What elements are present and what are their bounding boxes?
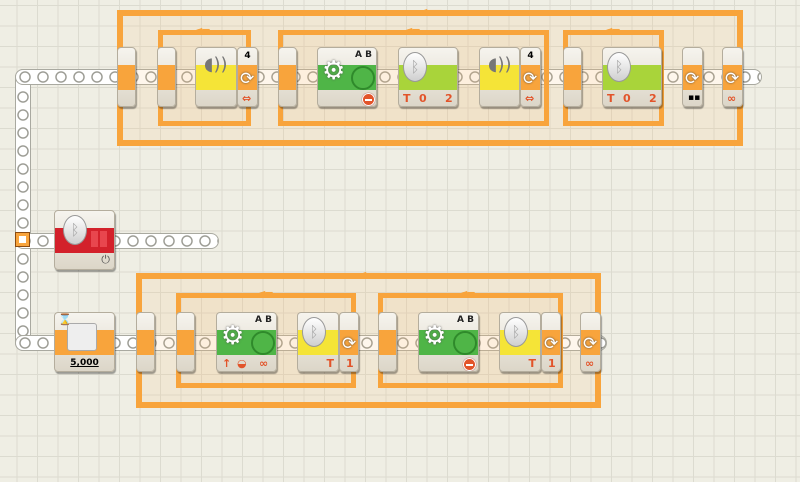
loop-end-receive1[interactable]: ⟳1 bbox=[339, 312, 359, 372]
wait-time-block[interactable]: ⌛5,000 bbox=[54, 312, 115, 372]
loop-end-1[interactable]: 4⟳⇔ bbox=[237, 47, 258, 107]
loop-icon: ⟳ bbox=[544, 334, 559, 354]
direction-forward-icon: ↑ bbox=[222, 357, 232, 370]
motor-block-2[interactable]: A B⚙↑◒∞ bbox=[216, 312, 277, 372]
loop-start-cap[interactable] bbox=[278, 47, 297, 107]
loop-arrow-icon: ◄━ bbox=[193, 23, 210, 37]
loop-arrow-icon: ◄━ bbox=[403, 23, 420, 37]
gear-icon: ⚙ bbox=[423, 321, 447, 351]
power-icon: ⏻ bbox=[101, 253, 110, 266]
sensor-dish-icon: ◖)) bbox=[204, 54, 228, 75]
bluetooth-connection-block[interactable]: ᛒ⏻ bbox=[54, 210, 115, 270]
bluetooth-icon: ᛒ bbox=[403, 52, 427, 82]
start-point[interactable] bbox=[15, 232, 30, 247]
loop-icon: ⟳ bbox=[240, 69, 255, 89]
power-icon: ◒ bbox=[237, 357, 247, 370]
loop-send2[interactable]: ◄━ bbox=[563, 24, 664, 126]
loop-icon: ⟳ bbox=[342, 334, 357, 354]
loop-arrow-icon: ◄━━ bbox=[418, 4, 442, 18]
loop-start-cap[interactable] bbox=[117, 47, 136, 107]
loop-arrow-icon: ◄━ bbox=[458, 286, 475, 300]
loop-arrow-icon: ◄━━ bbox=[357, 267, 381, 281]
gear-icon: ⚙ bbox=[322, 56, 346, 86]
motor-block-1[interactable]: A B⚙ bbox=[317, 47, 377, 107]
loop-arrow-icon: ◄━ bbox=[603, 23, 620, 37]
loop-end-forever-top[interactable]: ⟳∞ bbox=[722, 47, 743, 107]
logic-icon: ▪▪ bbox=[688, 93, 701, 103]
bluetooth-icon: ᛒ bbox=[607, 52, 631, 82]
loop-icon: ⟳ bbox=[685, 69, 700, 89]
loop-start-cap[interactable] bbox=[176, 312, 195, 372]
loop-end-3[interactable]: ⟳ ▪▪ bbox=[682, 47, 703, 107]
bluetooth-icon: ᛒ bbox=[302, 317, 326, 347]
sequence-beam-vertical bbox=[15, 69, 31, 351]
sensor-dish-icon: ◖)) bbox=[488, 54, 512, 75]
hourglass-icon: ⌛ bbox=[58, 313, 72, 326]
loop-start-cap[interactable] bbox=[157, 47, 176, 107]
motor-block-3[interactable]: A B⚙ bbox=[418, 312, 479, 372]
loop-end-2[interactable]: 4⟳⇔ bbox=[520, 47, 541, 107]
loop-start-cap[interactable] bbox=[136, 312, 155, 372]
loop-end-receive2[interactable]: ⟳1 bbox=[541, 312, 561, 372]
stop-icon bbox=[362, 93, 375, 106]
sensor-block-2[interactable]: ◖)) bbox=[479, 47, 520, 107]
loop-start-cap[interactable] bbox=[378, 312, 397, 372]
sensor-block-1[interactable]: ◖)) bbox=[195, 47, 237, 107]
gear-icon: ⚙ bbox=[221, 321, 245, 351]
loop-arrow-icon: ◄━ bbox=[256, 286, 273, 300]
loop-icon: ⟳ bbox=[583, 334, 598, 354]
bluetooth-icon: ᛒ bbox=[504, 317, 528, 347]
stop-icon bbox=[463, 358, 476, 371]
loop-start-cap[interactable] bbox=[563, 47, 582, 107]
timer-dial bbox=[67, 323, 97, 351]
sensor-count-icon: ⇔ bbox=[242, 92, 252, 105]
loop-end-forever-bottom[interactable]: ⟳∞ bbox=[580, 312, 601, 372]
loop-icon: ⟳ bbox=[725, 69, 740, 89]
sensor-count-icon: ⇔ bbox=[525, 92, 535, 105]
loop-icon: ⟳ bbox=[523, 69, 538, 89]
bluetooth-icon: ᛒ bbox=[63, 215, 87, 245]
